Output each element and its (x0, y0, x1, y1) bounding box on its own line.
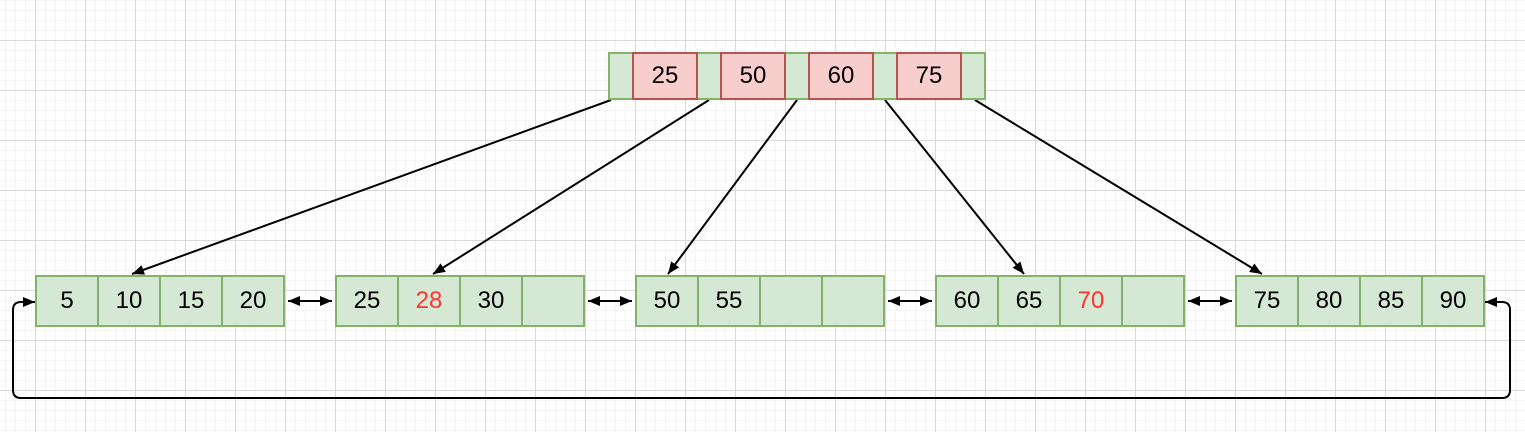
leaf-cell: 28 (397, 275, 461, 327)
btree-leaf-node: 60 65 70 (935, 275, 1185, 327)
leaf-cell: 65 (997, 275, 1061, 327)
root-to-leaf1-arrow (131, 99, 612, 275)
root-pointer-cell (608, 52, 634, 100)
leaf-cell: 70 (1059, 275, 1123, 327)
btree-leaf-node: 25 28 30 (335, 275, 585, 327)
root-key-cell: 75 (896, 52, 962, 100)
root-to-leaf2-arrow (432, 99, 710, 275)
root-to-leaf5-arrow (974, 99, 1263, 275)
btree-leaf-node: 5 10 15 20 (35, 275, 285, 327)
root-pointer-cell (696, 52, 722, 100)
leaf-cell: 85 (1359, 275, 1423, 327)
leaf-cell: 50 (635, 275, 699, 327)
leaf-cell (759, 275, 823, 327)
btree-root-node: 25 50 60 75 (608, 52, 986, 100)
leaf-cell: 10 (97, 275, 161, 327)
root-pointer-cell (960, 52, 986, 100)
leaf-cell (821, 275, 885, 327)
root-to-leaf3-arrow (667, 99, 798, 275)
leaf-cell (521, 275, 585, 327)
leaf-cell: 60 (935, 275, 999, 327)
btree-leaf-node: 75 80 85 90 (1235, 275, 1485, 327)
leaf-cell: 15 (159, 275, 223, 327)
btree-leaf-node: 50 55 (635, 275, 885, 327)
leaf-cell: 80 (1297, 275, 1361, 327)
leaf-cell: 30 (459, 275, 523, 327)
leaf-cell: 75 (1235, 275, 1299, 327)
root-pointer-cell (784, 52, 810, 100)
leaf-cell: 25 (335, 275, 399, 327)
leaf-cell: 55 (697, 275, 761, 327)
leaf-cell: 90 (1421, 275, 1485, 327)
root-to-leaf4-arrow (884, 99, 1025, 275)
root-key-cell: 50 (720, 52, 786, 100)
root-key-cell: 60 (808, 52, 874, 100)
leaf-cell: 5 (35, 275, 99, 327)
leaf-cell (1121, 275, 1185, 327)
leaf-cell: 20 (221, 275, 285, 327)
root-key-cell: 25 (632, 52, 698, 100)
root-pointer-cell (872, 52, 898, 100)
